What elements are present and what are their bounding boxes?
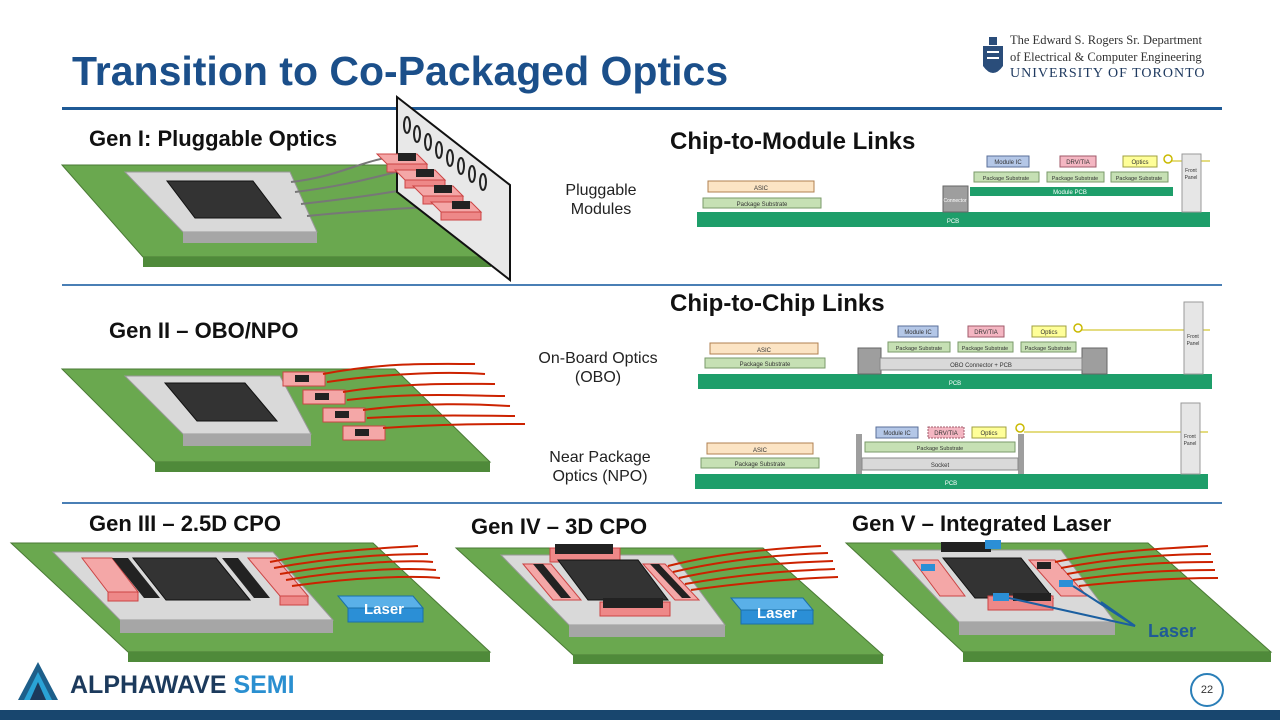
optics-text: Optics — [1131, 160, 1148, 166]
pluggable-cross-section: PCB Package Substrate ASIC Connector Mod… — [697, 153, 1210, 227]
gen5-label: Gen V – Integrated Laser — [852, 511, 1112, 536]
pkg-substrate-text: Package Substrate — [737, 202, 788, 208]
asic-text: ASIC — [754, 186, 769, 192]
alphawave-wordmark: ALPHAWAVE SEMI — [70, 671, 295, 700]
npo-asic-text: ASIC — [753, 448, 768, 454]
pluggable-row-label: Pluggable Modules — [556, 181, 646, 219]
obo-front-panel-text-2: Panel — [1187, 341, 1200, 347]
chip-to-module-title: Chip-to-Module Links — [670, 128, 916, 155]
npo-pkg-substrate-text: Package Substrate — [735, 462, 786, 468]
npo-module-ic-text: Module IC — [883, 431, 911, 437]
pluggable-label-line2: Modules — [570, 201, 632, 218]
footer-bar — [0, 710, 1280, 720]
gen3-laser-chip: Laser — [336, 595, 425, 623]
obo-asic-text: ASIC — [757, 348, 772, 354]
gen4-fibers — [667, 545, 839, 591]
npo-drv-tia-text: DRV/TIA — [934, 431, 958, 437]
uoft-crest-icon — [983, 37, 1003, 73]
page-title: Transition to Co-Packaged Optics — [72, 48, 729, 94]
module-ic-text: Module IC — [994, 160, 1022, 166]
alphawave-logo-icon — [18, 662, 58, 700]
gen5-laser-text: Laser — [1148, 621, 1196, 641]
alphawave-wordmark-main: ALPHAWAVE — [70, 671, 227, 699]
gen3-label: Gen III – 2.5D CPO — [89, 511, 281, 536]
obo-pkg-substrate-text: Package Substrate — [740, 362, 791, 368]
gen3-illustration: Laser — [9, 542, 492, 662]
npo-row-label: Near Package Optics (NPO) — [525, 448, 675, 486]
pkg-substrate-drv-text: Package Substrate — [1052, 176, 1098, 182]
uoft-name: UNIVERSITY OF TORONTO — [1010, 66, 1206, 81]
npo-label-line2: Optics (NPO) — [552, 468, 648, 485]
drv-tia-text: DRV/TIA — [1066, 160, 1090, 166]
gen4-label: Gen IV – 3D CPO — [471, 514, 648, 539]
gen1-illustration — [60, 94, 511, 282]
obo-pkg-substrate-module-text: Package Substrate — [896, 346, 942, 352]
obo-label-line1: On-Board Optics — [538, 350, 658, 367]
obo-pkg-substrate-drv-text: Package Substrate — [962, 346, 1008, 352]
title-rule — [62, 107, 1222, 110]
npo-label-line1: Near Package — [549, 449, 651, 466]
uoft-dept-line2: of Electrical & Computer Engineering — [1010, 50, 1202, 64]
gen5-illustration: Laser — [844, 540, 1273, 662]
obo-optics-text: Optics — [1040, 330, 1057, 336]
pkg-substrate-optics-text: Package Substrate — [1116, 176, 1162, 182]
uoft-dept-line1: The Edward S. Rogers Sr. Department — [1010, 33, 1202, 47]
uoft-logo — [980, 34, 1006, 91]
front-panel-text-2: Panel — [1185, 175, 1198, 181]
npo-pcb-text: PCB — [945, 481, 957, 487]
gen1-label: Gen I: Pluggable Optics — [89, 126, 338, 151]
front-panel-text-1: Front — [1185, 168, 1197, 174]
obo-connector-text: OBO Connector + PCB — [950, 363, 1012, 369]
gen2-label: Gen II – OBO/NPO — [109, 318, 299, 343]
obo-drv-tia-text: DRV/TIA — [974, 330, 998, 336]
page-number: 22 — [1190, 673, 1224, 707]
obo-cross-section: PCB Package Substrate ASIC OBO Connector… — [698, 301, 1212, 389]
obo-module-ic-text: Module IC — [904, 330, 932, 336]
gen4-laser-chip: Laser — [729, 597, 815, 625]
connector-text: Connector — [943, 198, 966, 204]
npo-pkg-substrate-module-text: Package Substrate — [917, 446, 963, 452]
gen3-fibers — [269, 545, 441, 587]
module-pcb-text: Module PCB — [1053, 190, 1087, 196]
section-divider-1 — [62, 284, 1222, 286]
pcb-text: PCB — [947, 219, 959, 225]
gen5-laser-pointers — [1008, 585, 1136, 627]
npo-front-panel-text-1: Front — [1184, 434, 1196, 440]
gen4-illustration: Laser — [454, 544, 885, 664]
chip-to-chip-title: Chip-to-Chip Links — [670, 290, 885, 317]
gen3-laser-text: Laser — [364, 601, 404, 618]
gen1-pluggable-modules — [375, 153, 483, 221]
alphawave-logo — [16, 660, 60, 707]
gen2-fibers — [322, 362, 525, 429]
alphawave-wordmark-accent: SEMI — [233, 671, 295, 699]
obo-pkg-substrate-optics-text: Package Substrate — [1025, 346, 1071, 352]
npo-optics-text: Optics — [980, 431, 997, 437]
pluggable-label-line1: Pluggable — [565, 182, 637, 199]
obo-row-label: On-Board Optics (OBO) — [523, 349, 673, 387]
obo-label-line2: (OBO) — [574, 369, 622, 386]
npo-cross-section: PCB Package Substrate ASIC Socket Packag… — [695, 402, 1208, 489]
pkg-substrate-module-text: Package Substrate — [983, 176, 1029, 182]
section-divider-2 — [62, 502, 1222, 504]
gen2-illustration — [60, 362, 525, 472]
obo-pcb-text: PCB — [949, 381, 961, 387]
gen5-fibers — [1054, 545, 1219, 587]
npo-front-panel-text-2: Panel — [1184, 441, 1197, 447]
npo-socket-text: Socket — [931, 463, 950, 469]
gen4-laser-text: Laser — [757, 605, 797, 622]
obo-front-panel-text-1: Front — [1187, 334, 1199, 340]
